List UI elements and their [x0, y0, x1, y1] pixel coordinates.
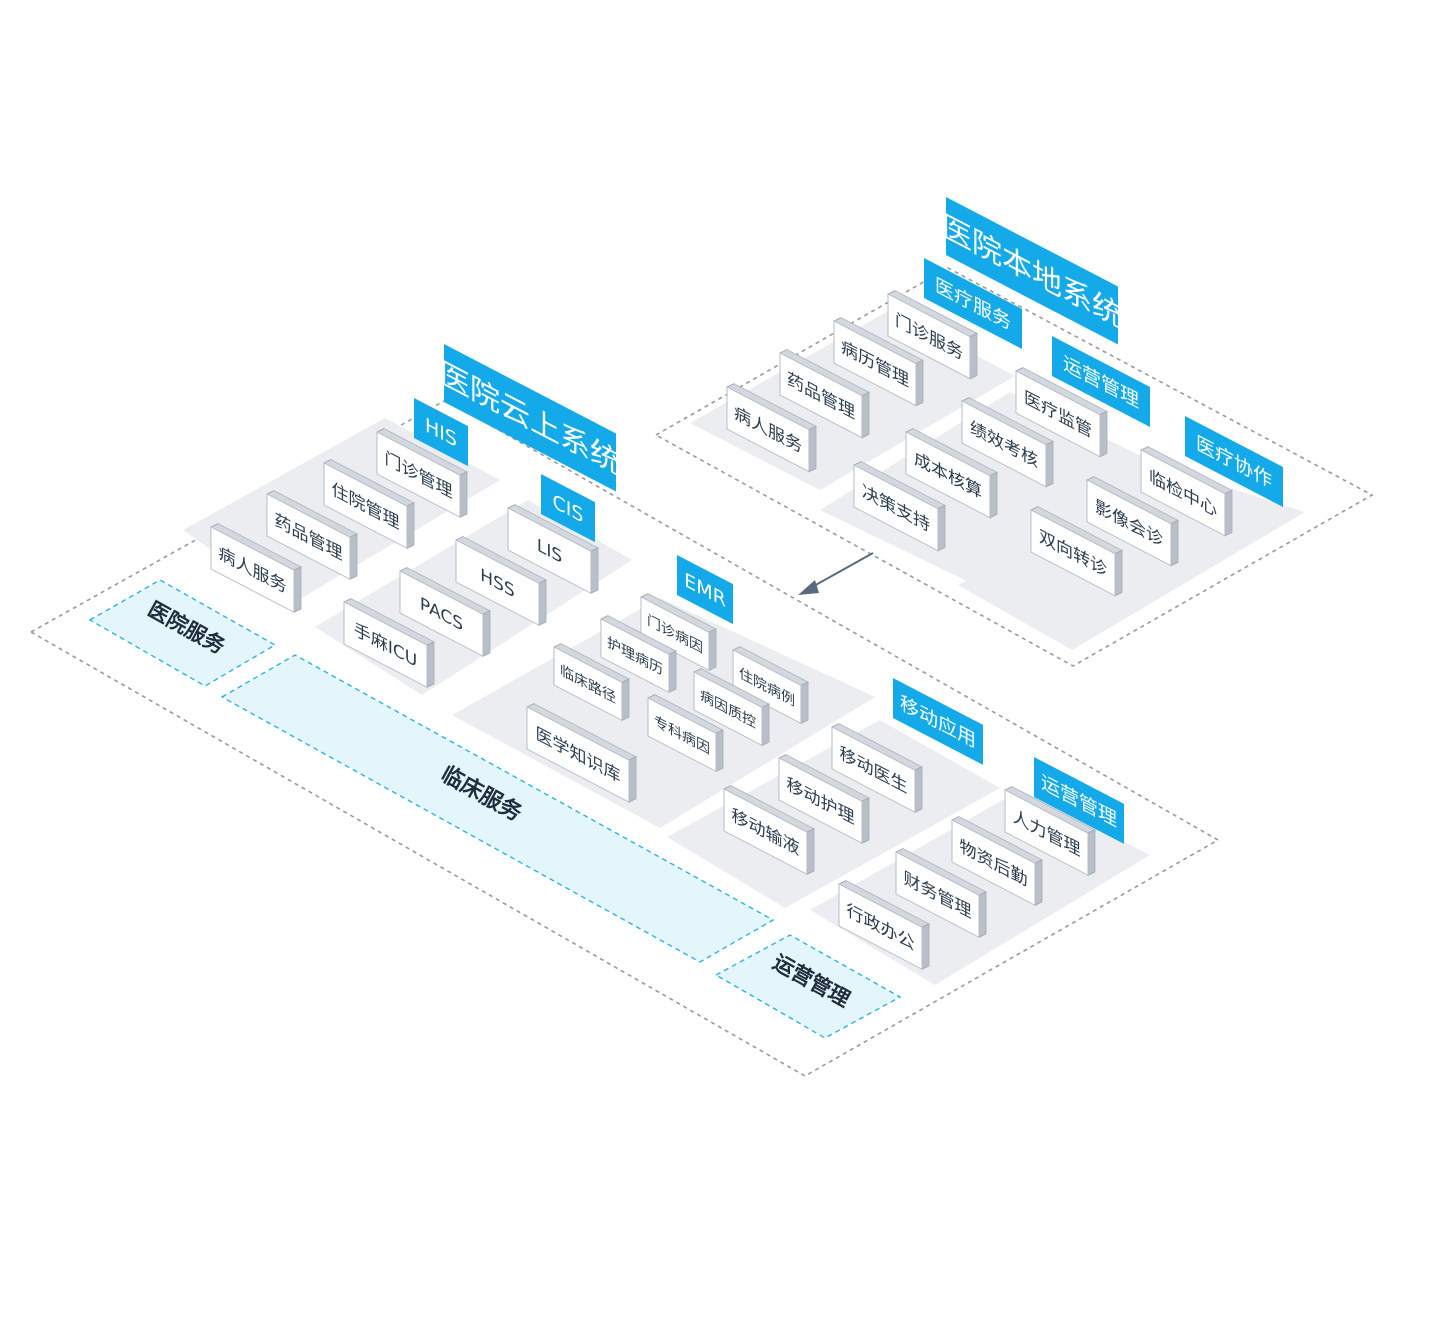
module-local-lab[interactable]: 临检中心 [1140, 443, 1233, 539]
cloud-cis-tag: CIS [541, 474, 595, 543]
module-cloud-mobile-doctor[interactable]: 移动医生 [831, 720, 923, 816]
module-cloud-quality[interactable]: 病因质控 [693, 665, 770, 749]
zone-hospital-service: 医院服务 [88, 579, 277, 687]
module-local-outpatient[interactable]: 门诊服务 [887, 287, 978, 382]
zone-operations: 运营管理 [714, 934, 902, 1039]
migration-arrow [798, 552, 874, 595]
module-cloud-anesthesia[interactable]: 手麻ICU [343, 595, 435, 691]
module-cloud-hr[interactable]: 人力管理 [1004, 783, 1096, 879]
zone-clinical-service: 临床服务 [220, 654, 775, 963]
module-local-cost[interactable]: 成本核算 [905, 425, 998, 521]
cloud-his-tag: HIS [414, 398, 468, 467]
module-cloud-lis[interactable]: LIS [507, 501, 599, 597]
module-cloud-mobile-nursing[interactable]: 移动护理 [778, 751, 870, 847]
cloud-platform [29, 399, 1220, 1077]
local-title-tag: 医院本地系统 [942, 197, 1122, 345]
module-cloud-mobile-infusion[interactable]: 移动输液 [723, 782, 815, 878]
module-cloud-hss[interactable]: HSS [455, 533, 547, 629]
module-cloud-logistics[interactable]: 物资后勤 [951, 813, 1043, 909]
